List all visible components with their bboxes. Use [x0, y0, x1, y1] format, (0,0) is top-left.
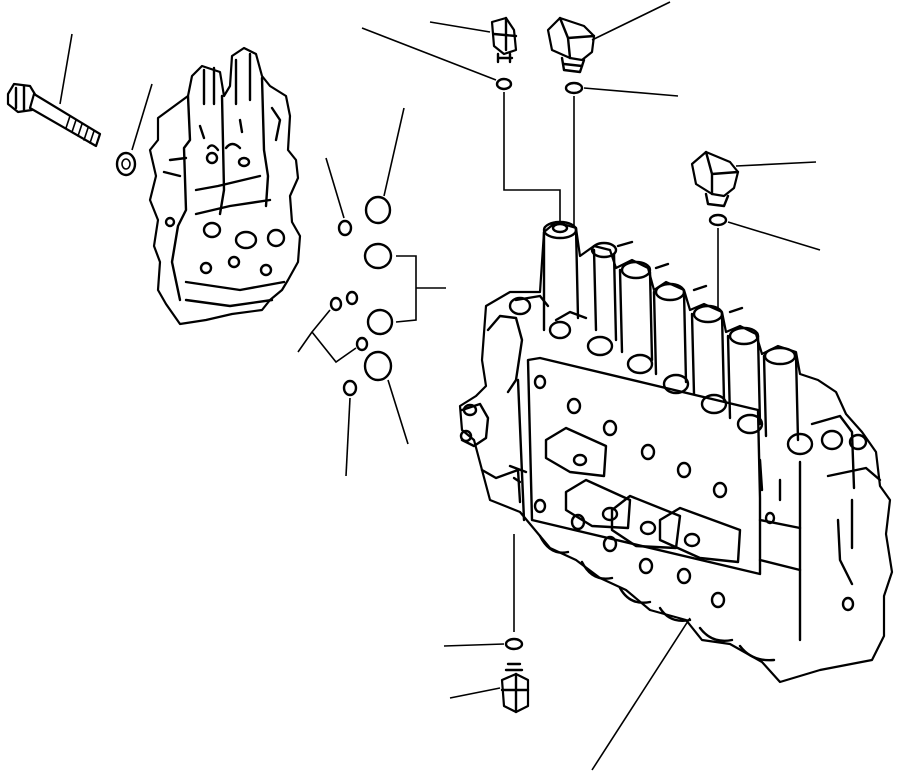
leader-line-washer: [131, 83, 153, 151]
washer: [115, 151, 137, 177]
leader-line-pressure-sensor-middle: [735, 161, 817, 167]
main-control-valve: [458, 220, 894, 684]
leader-line-ring-bottom-sensor: [443, 643, 505, 647]
valve-section: [148, 46, 302, 326]
pressure-sensor-middle: [690, 150, 740, 227]
leader-line-ring-small-sensor: [361, 27, 497, 81]
leader-line-small-sensor-route: [503, 92, 561, 226]
leader-bracket-small-rings: [297, 309, 357, 364]
leader-bracket-o-rings: [395, 255, 446, 323]
leader-line-pressure-sensor-top: [591, 1, 671, 41]
pressure-sensor-top: [546, 16, 596, 95]
leader-line-small-sensor-top: [429, 21, 491, 33]
small-sensor-bottom: [500, 637, 530, 714]
leader-line-ring-pressure-sensor: [583, 87, 679, 97]
leader-line-ring-pressure-sensor-middle: [727, 221, 821, 251]
leader-line-bottom-sensor: [449, 687, 501, 699]
leader-line-o-ring-top: [383, 107, 405, 197]
leader-line-small-ring-top: [325, 157, 345, 219]
leader-line-bolt: [59, 33, 73, 105]
o-ring-set: [329, 195, 394, 397]
leader-line-small-ring-bottom: [345, 397, 351, 477]
leader-line-main-valve: [591, 617, 691, 771]
bolt: [6, 82, 102, 148]
leader-line-o-ring-bottom: [387, 379, 409, 445]
small-sensor-top: [490, 16, 518, 91]
